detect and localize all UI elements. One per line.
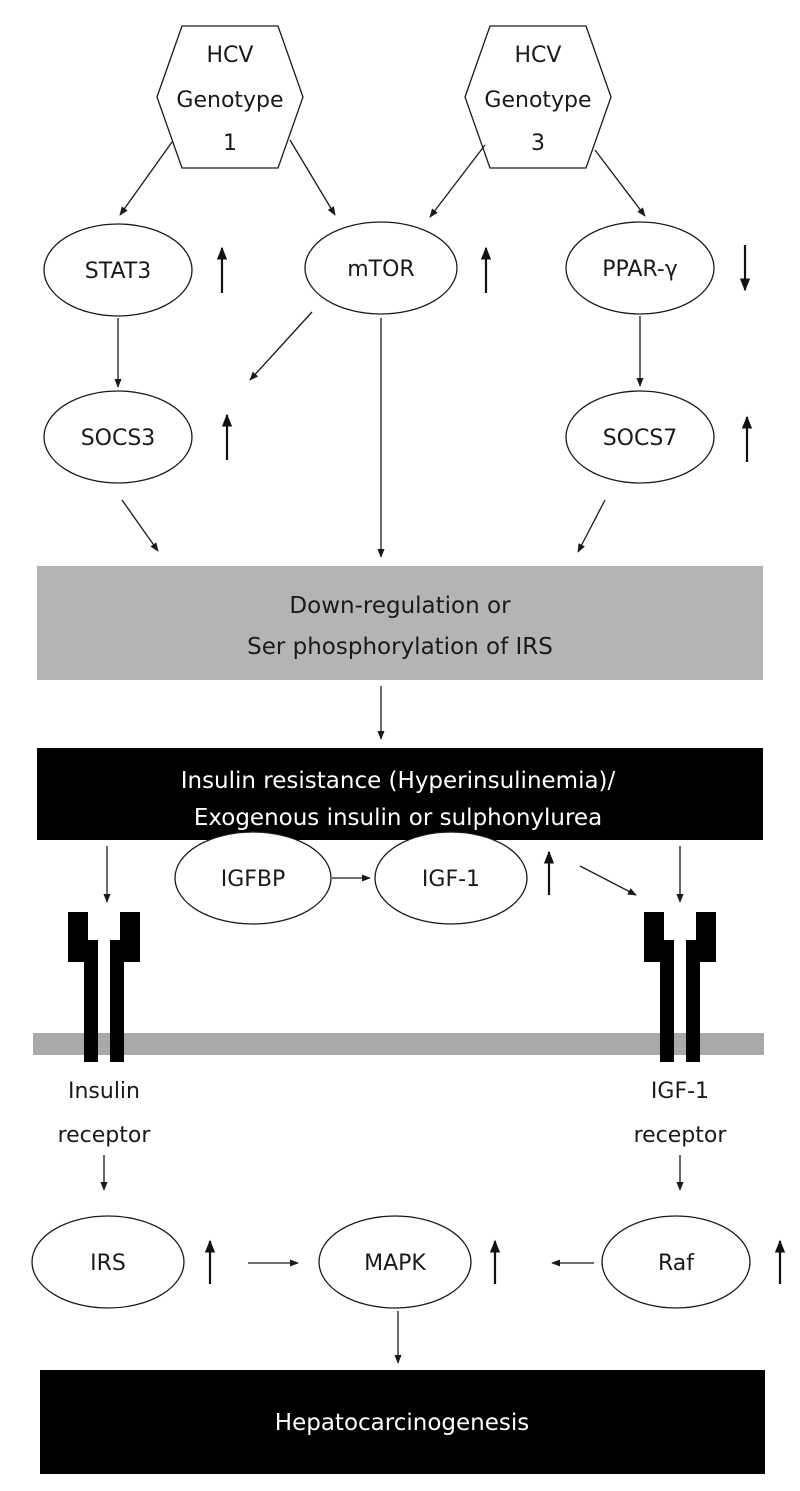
hcv3-line3: 3: [531, 131, 545, 156]
socs3-label: SOCS3: [81, 426, 156, 451]
socs3-node: SOCS3: [43, 390, 193, 484]
mtor-label: mTOR: [347, 257, 414, 282]
edge-hcv1-stat3: [119, 141, 173, 216]
hcv-genotype-1-node: HCV Genotype 1: [156, 25, 304, 169]
edge-hcv3-mtor: [429, 144, 486, 218]
igf1-receptor-label-2: receptor: [634, 1123, 728, 1148]
downregulation-line2: Ser phosphorylation of IRS: [247, 634, 553, 660]
edge-igf1-igf1-receptor: [579, 865, 637, 896]
insulin-receptor-label-2: receptor: [58, 1123, 152, 1148]
edge-socs7-downreg: [577, 499, 606, 553]
hcv1-line3: 1: [223, 131, 237, 156]
stat3-label: STAT3: [85, 259, 151, 284]
insulin-receptor-label-1: Insulin: [68, 1079, 140, 1104]
irs-label: IRS: [90, 1251, 126, 1276]
raf-label: Raf: [658, 1251, 695, 1276]
insulin-resistance-line2: Exogenous insulin or sulphonylurea: [194, 805, 602, 831]
hcv-genotype-3-node: HCV Genotype 3: [464, 25, 612, 169]
igf1-label: IGF-1: [422, 867, 480, 892]
mapk-label: MAPK: [364, 1251, 426, 1276]
edges-upper: [114, 139, 646, 558]
cell-membrane: [33, 1033, 764, 1055]
socs7-label: SOCS7: [603, 426, 678, 451]
igfbp-node: IGFBP: [174, 831, 332, 925]
insulin-resistance-box: Insulin resistance (Hyperinsulinemia)/ E…: [37, 748, 763, 840]
hepatocarcinogenesis-label: Hepatocarcinogenesis: [275, 1410, 529, 1436]
edges-lower: [100, 1155, 684, 1364]
insulin-receptor-icon: [68, 912, 140, 1062]
edge-hcv3-ppar: [594, 149, 646, 217]
hcv3-line2: Genotype: [484, 88, 591, 113]
hcv3-line1: HCV: [515, 43, 562, 68]
socs7-node: SOCS7: [565, 390, 715, 484]
regulation-arrows: [204, 245, 786, 1284]
downregulation-box: Down-regulation or Ser phosphorylation o…: [37, 566, 763, 680]
hepatocarcinogenesis-box: Hepatocarcinogenesis: [40, 1370, 765, 1474]
stat3-node: STAT3: [43, 223, 193, 317]
igfbp-label: IGFBP: [221, 867, 286, 892]
irs-node: IRS: [31, 1215, 185, 1309]
igf1-receptor-label-1: IGF-1: [651, 1079, 709, 1104]
edge-socs3-downreg: [121, 499, 159, 552]
ppar-gamma-label: PPAR-γ: [602, 257, 678, 282]
raf-node: Raf: [601, 1215, 751, 1309]
ppar-gamma-node: PPAR-γ: [565, 221, 715, 315]
hcv1-line2: Genotype: [176, 88, 283, 113]
edge-mtor-socs3: [249, 311, 313, 381]
insulin-resistance-line1: Insulin resistance (Hyperinsulinemia)/: [181, 768, 616, 794]
igf1-node: IGF-1: [374, 831, 528, 925]
igf1-receptor-icon: [644, 912, 716, 1062]
hcv1-line1: HCV: [207, 43, 254, 68]
edge-hcv1-mtor: [289, 139, 336, 216]
mapk-node: MAPK: [318, 1215, 472, 1309]
mtor-node: mTOR: [304, 221, 458, 315]
downregulation-line1: Down-regulation or: [289, 593, 511, 619]
